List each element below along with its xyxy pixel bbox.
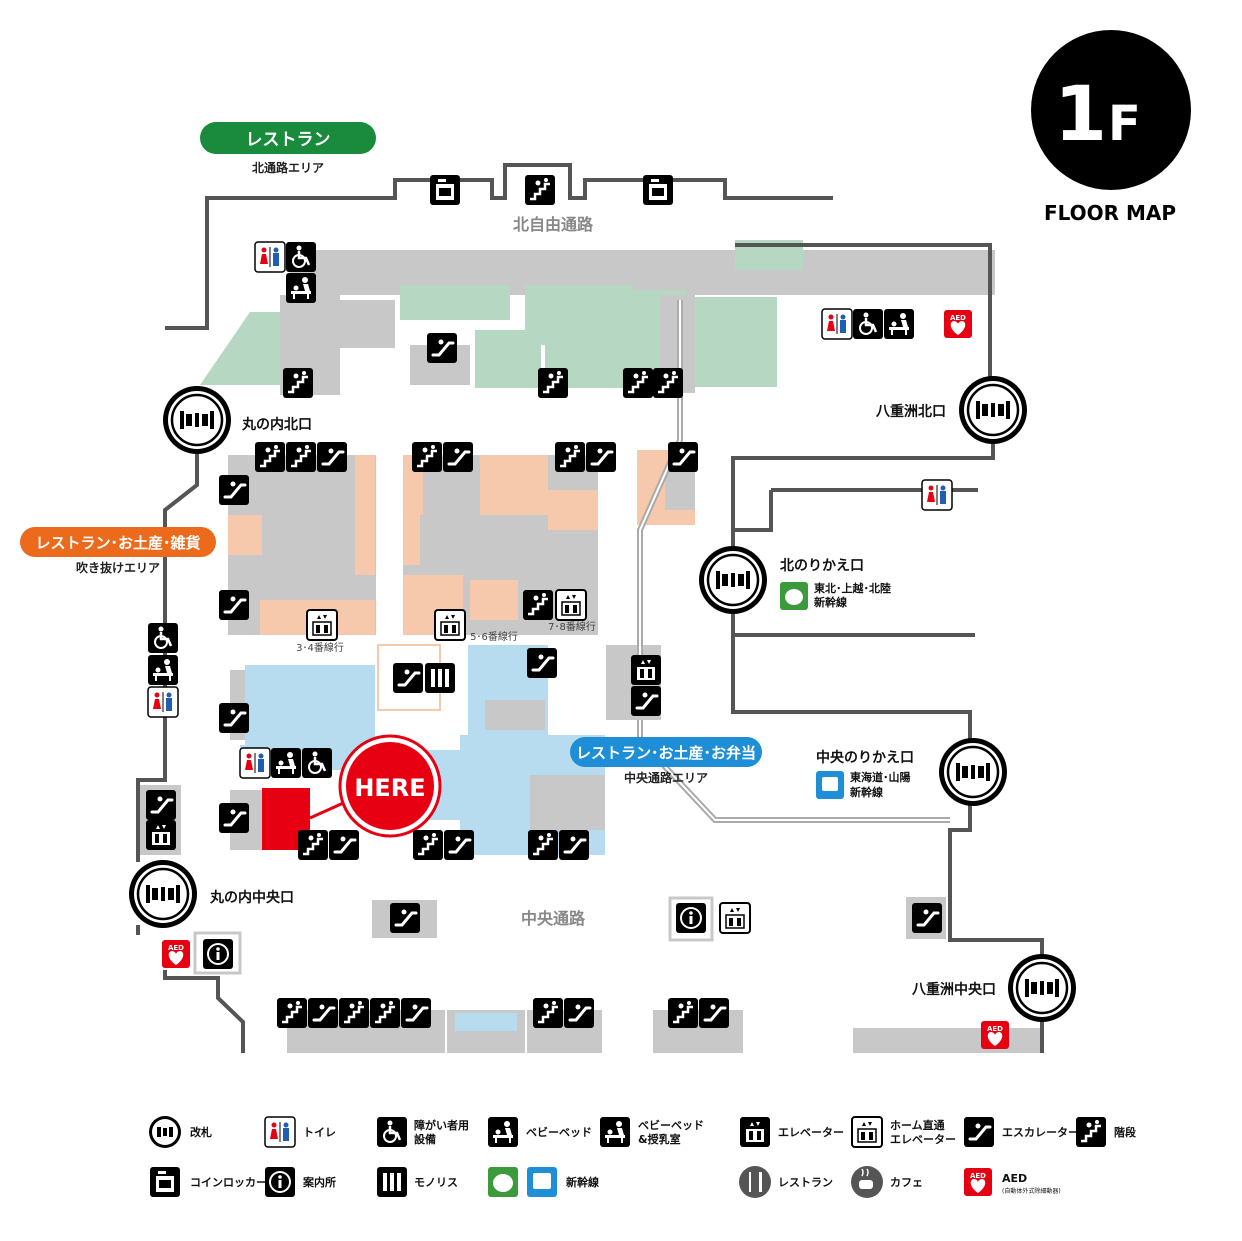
- svg-text:レストラン･お土産･お弁当: レストラン･お土産･お弁当: [576, 744, 756, 762]
- svg-text:AED: AED: [1002, 1172, 1027, 1185]
- platform-34-label: 3･4番線行: [296, 641, 344, 654]
- gate-marunouchi-north[interactable]: 丸の内北口: [161, 384, 312, 456]
- svg-text:案内所: 案内所: [302, 1175, 336, 1189]
- platform-56-label: 5･6番線行: [470, 630, 518, 643]
- legend-toilet: トイレ: [264, 1116, 336, 1148]
- svg-text:丸の内中央口: 丸の内中央口: [209, 889, 294, 906]
- legend-stairs: 階段: [1074, 1115, 1136, 1149]
- svg-text:レストラン: レストラン: [778, 1176, 833, 1189]
- legend-baby-bed: ベビーベッド: [488, 1117, 592, 1147]
- here-marker: HERE: [309, 734, 442, 838]
- gate-yaesu-central[interactable]: 八重洲中央口: [911, 952, 1078, 1024]
- svg-text:トイレ: トイレ: [303, 1126, 336, 1139]
- svg-text:設備: 設備: [414, 1132, 436, 1146]
- legend-elevator: エレベーター: [740, 1117, 844, 1147]
- legend-restaurant: レストラン: [739, 1166, 833, 1198]
- svg-text:ベビーベッド: ベビーベッド: [526, 1125, 592, 1139]
- gate-yaesu-north[interactable]: 八重洲北口: [875, 374, 1029, 446]
- svg-text:吹き抜けエリア: 吹き抜けエリア: [76, 560, 160, 575]
- legend-nursing-room: ベビーベッド&授乳室: [600, 1117, 704, 1147]
- svg-text:1: 1: [1054, 69, 1107, 158]
- svg-text:丸の内北口: 丸の内北口: [241, 416, 312, 433]
- svg-text:カフェ: カフェ: [890, 1176, 923, 1189]
- zone-west-restaurant[interactable]: レストラン･お土産･雑貨 吹き抜けエリア: [20, 527, 216, 575]
- map-areas: [137, 240, 1043, 1053]
- svg-text:コインロッカー: コインロッカー: [190, 1176, 267, 1189]
- svg-text:新幹線: 新幹線: [566, 1175, 599, 1189]
- svg-text:ホーム直通: ホーム直通: [890, 1118, 945, 1132]
- gate-marunouchi-central[interactable]: 丸の内中央口: [127, 858, 294, 930]
- legend-gate: 改札: [149, 1116, 212, 1148]
- svg-text:東海道･山陽: 東海道･山陽: [850, 770, 911, 784]
- svg-text:新幹線: 新幹線: [850, 785, 883, 799]
- zone-center-restaurant[interactable]: レストラン･お土産･お弁当 中央通路エリア: [570, 737, 762, 785]
- platform-78-label: 7･8番線行: [548, 620, 596, 633]
- legend-cafe: カフェ: [851, 1166, 923, 1198]
- gate-north-transfer[interactable]: 北のりかえ口 東北･上越･北陸 新幹線: [697, 544, 891, 616]
- svg-text:中央のりかえ口: 中央のりかえ口: [816, 749, 914, 766]
- legend-monolith: モノリス: [377, 1167, 458, 1197]
- zone-north-restaurant[interactable]: レストラン 北通路エリア: [200, 122, 376, 175]
- svg-text:北のりかえ口: 北のりかえ口: [780, 558, 864, 574]
- svg-text:F: F: [1108, 96, 1141, 152]
- svg-text:モノリス: モノリス: [414, 1176, 458, 1189]
- svg-text:東北･上越･北陸: 東北･上越･北陸: [814, 581, 891, 595]
- svg-text:障がい者用: 障がい者用: [414, 1118, 469, 1132]
- north-passage-label: 北自由通路: [513, 215, 594, 234]
- svg-text:中央通路エリア: 中央通路エリア: [624, 770, 708, 785]
- svg-text:ベビーベッド: ベビーベッド: [638, 1118, 704, 1132]
- svg-text:レストラン･お土産･雑貨: レストラン･お土産･雑貨: [35, 534, 200, 552]
- svg-text:新幹線: 新幹線: [814, 595, 847, 609]
- legend-coin-locker: コインロッカー: [150, 1167, 267, 1197]
- legend-escalator: エスカレーター: [962, 1115, 1079, 1149]
- central-passage-label: 中央通路: [521, 909, 586, 928]
- svg-text:八重洲北口: 八重洲北口: [875, 403, 946, 420]
- svg-text:エレベーター: エレベーター: [890, 1133, 956, 1146]
- svg-text:階段: 階段: [1114, 1125, 1136, 1139]
- legend-shinkansen: 新幹線: [488, 1167, 599, 1197]
- legend-aed: AED (自動体外式除細動器): [964, 1168, 1061, 1196]
- floor-map-caption: FLOOR MAP: [1044, 201, 1176, 225]
- svg-text:エレベーター: エレベーター: [778, 1126, 844, 1139]
- svg-text:&授乳室: &授乳室: [638, 1132, 681, 1146]
- svg-text:北通路エリア: 北通路エリア: [252, 160, 324, 175]
- legend-info: 案内所: [265, 1167, 336, 1197]
- gate-central-transfer[interactable]: 中央のりかえ口 東海道･山陽 新幹線: [816, 736, 1009, 808]
- svg-text:エスカレーター: エスカレーター: [1002, 1126, 1079, 1139]
- floor-badge: 1 F FLOOR MAP: [1031, 30, 1191, 225]
- svg-text:八重洲中央口: 八重洲中央口: [911, 981, 996, 998]
- svg-text:レストラン: レストラン: [246, 130, 331, 150]
- svg-text:(自動体外式除細動器): (自動体外式除細動器): [1002, 1187, 1061, 1195]
- svg-text:HERE: HERE: [354, 774, 425, 802]
- svg-text:改札: 改札: [190, 1125, 212, 1139]
